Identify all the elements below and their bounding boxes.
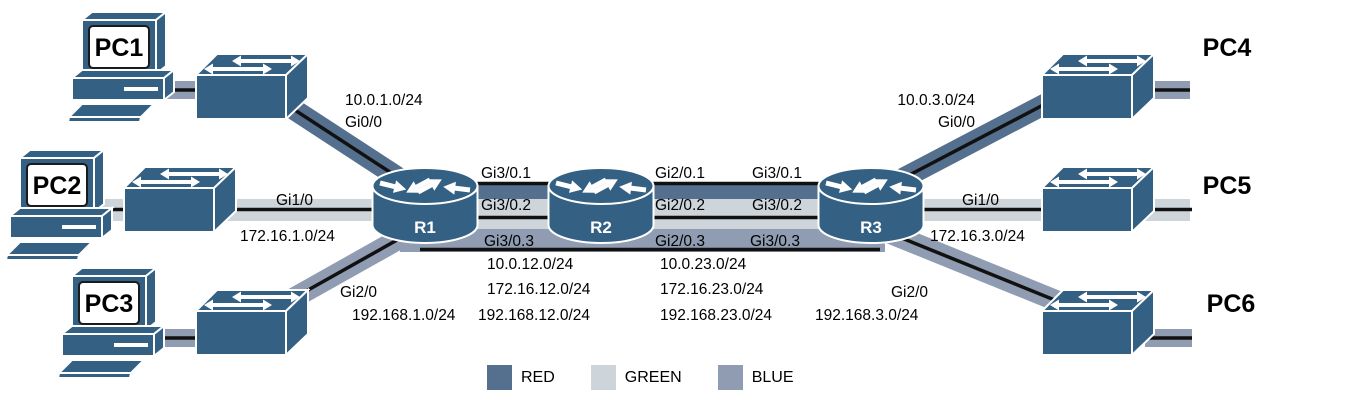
switch-pc5-icon bbox=[1041, 166, 1155, 233]
r1-gi2-iface-label: Gi2/0 bbox=[340, 284, 378, 301]
r3-gi2-iface-label: Gi2/0 bbox=[891, 284, 929, 301]
pc2-subnet-label: 172.16.1.0/24 bbox=[240, 228, 335, 245]
pc1-icon bbox=[67, 11, 175, 123]
r3-subif2-label: Gi3/0.2 bbox=[752, 197, 802, 214]
switch-pc1-icon bbox=[195, 53, 309, 120]
pc3-subnet-label: 192.168.1.0/24 bbox=[352, 307, 456, 324]
r1-r2-subnet3-label: 192.168.12.0/24 bbox=[478, 307, 591, 324]
r2-label: R2 bbox=[590, 218, 612, 237]
r1-gi1-iface-label: Gi1/0 bbox=[276, 192, 314, 209]
r1-r2-subnet1-label: 10.0.12.0/24 bbox=[487, 256, 574, 273]
r1-r2-subnet2-label: 172.16.12.0/24 bbox=[487, 281, 591, 298]
r1-subif1-label: Gi3/0.1 bbox=[481, 165, 531, 182]
pc1-subnet-label: 10.0.1.0/24 bbox=[345, 92, 423, 109]
pc3-icon bbox=[57, 267, 165, 379]
legend-item-green: GREEN bbox=[590, 365, 682, 390]
pc4-subnet-label: 10.0.3.0/24 bbox=[897, 92, 975, 109]
legend-item-blue: BLUE bbox=[717, 365, 794, 390]
red-swatch-icon bbox=[487, 365, 512, 390]
r2-subif3-label: Gi2/0.3 bbox=[655, 233, 705, 250]
r3-subif1-label: Gi3/0.1 bbox=[752, 165, 802, 182]
r1-subif3-label: Gi3/0.3 bbox=[484, 233, 534, 250]
legend-green-label: GREEN bbox=[624, 368, 682, 386]
pc6-subnet-label: 192.168.3.0/24 bbox=[815, 307, 919, 324]
pc3-label: PC3 bbox=[85, 290, 134, 318]
blue-swatch-icon bbox=[717, 365, 743, 390]
r2-subif1-label: Gi2/0.1 bbox=[655, 165, 705, 182]
r3-gi0-iface-label: Gi0/0 bbox=[937, 114, 975, 131]
pc5-label: PC5 bbox=[1203, 172, 1252, 200]
r3-gi1-iface-label: Gi1/0 bbox=[962, 192, 1000, 209]
r1-label: R1 bbox=[414, 218, 436, 237]
pc4-label: PC4 bbox=[1203, 34, 1252, 62]
pc6-label: PC6 bbox=[1207, 290, 1256, 318]
r2-r3-subnet2-label: 172.16.23.0/24 bbox=[660, 281, 764, 298]
legend-red-label: RED bbox=[521, 368, 555, 386]
pc1-label: PC1 bbox=[95, 34, 144, 62]
pc2-icon bbox=[5, 149, 113, 261]
r3-label: R3 bbox=[860, 218, 882, 237]
switch-pc3-icon bbox=[195, 289, 309, 356]
r2-r3-subnet1-label: 10.0.23.0/24 bbox=[660, 256, 747, 273]
pc2-label: PC2 bbox=[33, 172, 82, 200]
r1-gi0-iface-label: Gi0/0 bbox=[345, 114, 383, 131]
r1-subif2-label: Gi3/0.2 bbox=[481, 197, 531, 214]
switch-pc4-icon bbox=[1041, 53, 1155, 120]
legend-blue-label: BLUE bbox=[751, 368, 794, 386]
pc1-uplink-labels: 10.0.1.0/24 Gi0/0 bbox=[345, 90, 423, 134]
blue-band-r1-r3 bbox=[400, 229, 885, 252]
pc5-subnet-label: 172.16.3.0/24 bbox=[930, 228, 1025, 245]
switch-pc6-icon bbox=[1041, 289, 1155, 356]
r2-subif2-label: Gi2/0.2 bbox=[655, 197, 705, 214]
vrf-legend: RED GREEN BLUE bbox=[487, 365, 793, 390]
green-swatch-icon bbox=[590, 365, 616, 390]
r3-subif3-label: Gi3/0.3 bbox=[750, 233, 800, 250]
pc4-uplink-labels: 10.0.3.0/24 Gi0/0 bbox=[855, 90, 975, 134]
switch-pc2-icon bbox=[123, 166, 237, 233]
device-labels: PC1 PC2 PC3 PC4 PC5 PC6 R1 R2 R3 bbox=[33, 34, 1256, 318]
legend-item-red: RED bbox=[487, 365, 555, 390]
r2-r3-subnet3-label: 192.168.23.0/24 bbox=[660, 307, 773, 324]
